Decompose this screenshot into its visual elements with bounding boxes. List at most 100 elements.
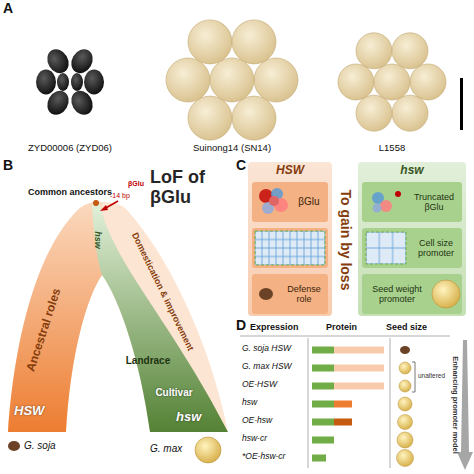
lineage-arch (93, 200, 99, 206)
black-seed-cluster (67, 87, 97, 119)
truncated-protein (372, 191, 401, 213)
large-seed-cluster (254, 58, 298, 102)
row-label: G. max HSW (242, 362, 292, 371)
medium-seed-cluster (338, 33, 446, 131)
headline-text: LoF of βGlu (150, 168, 230, 208)
large-seed-cluster (188, 96, 232, 140)
feature-box: Cell size promoter (362, 228, 462, 268)
large-seed-cluster (232, 96, 276, 140)
lineage-arch (8, 202, 102, 432)
defense-seed-icon (259, 288, 273, 300)
seed-size-icons (399, 362, 411, 374)
seed-size-icons (397, 450, 414, 467)
allele-label: HSW (14, 404, 44, 418)
truncated-protein (380, 200, 392, 212)
protein-bars (312, 437, 334, 444)
table-rules (240, 336, 450, 337)
truncated-protein (373, 204, 382, 213)
medium-seed-cluster (338, 64, 374, 100)
allele-label: hsw (176, 410, 201, 424)
vertical-title: Enhancing promoter model (451, 356, 459, 454)
black-seed-cluster (43, 45, 73, 77)
feature-box: Defense role (252, 274, 328, 314)
black-seed-cluster (84, 70, 104, 95)
panel-letter: B (3, 158, 13, 173)
deletion-label: -14 bp (110, 192, 130, 200)
row-label: hsw (242, 398, 257, 407)
table-header: Expression (250, 323, 299, 333)
cell-grid-large (366, 232, 406, 264)
medium-seed-cluster (356, 95, 392, 131)
protein-bars (334, 365, 384, 372)
box-text: Seed weight promoter (366, 284, 428, 305)
cell-grid-small (255, 231, 325, 265)
table-rules (308, 338, 309, 468)
large-seed-cluster (232, 20, 276, 64)
protein-bars (312, 383, 334, 390)
feature-box: Truncated βGlu (362, 182, 462, 222)
cell-grid-small (252, 228, 328, 268)
row-label: *OE-hsw-cr (242, 452, 285, 461)
feature-box: βGlu (252, 182, 328, 222)
protein-bars (334, 347, 384, 354)
row-label: OE-HSW (242, 380, 277, 389)
seed-size-icons (397, 346, 414, 467)
band-label: Ancestral roles (24, 287, 63, 374)
protein-bars (334, 419, 352, 426)
node-label: Common ancestors (28, 188, 112, 198)
seed-size-icons (397, 432, 413, 448)
medium-seed-cluster (392, 95, 428, 131)
medium-seed-cluster (392, 33, 428, 69)
species-label: G. soja (24, 440, 56, 451)
protein-structure (274, 198, 288, 212)
panel-letter: D (236, 318, 246, 333)
protein-label: βGlu (128, 180, 144, 188)
medium-seed-cluster (356, 33, 392, 69)
protein-bars (312, 455, 326, 462)
seed-size-icons (400, 346, 410, 354)
protein-bars (334, 401, 352, 408)
box-text: Cell size promoter (412, 238, 460, 259)
lineage-arch (92, 204, 228, 432)
protein-structure (271, 188, 283, 200)
black-seed-cluster (36, 70, 56, 95)
large-seed-cluster (166, 20, 298, 140)
panel-letter: C (236, 158, 246, 173)
deletion-arrow (100, 205, 108, 211)
black-seed-cluster (71, 73, 83, 91)
table-header: Protein (326, 323, 357, 333)
row-label: G. soja HSW (242, 344, 291, 353)
column-header: hsw (358, 164, 466, 178)
sample-label: L1558 (342, 143, 442, 153)
trend-arrow (457, 340, 473, 470)
species-label: G. max (150, 443, 182, 454)
vertical-title: To gain by loss (337, 190, 352, 291)
stage-label: Cultivar (155, 387, 192, 398)
lineage-arch (8, 200, 228, 432)
unaltered-bracket (412, 362, 415, 392)
protein-structure (269, 196, 279, 206)
table-rules (390, 338, 391, 468)
box-text: βGlu (292, 196, 326, 208)
protein-bars (312, 347, 384, 462)
band-label: Domestication & improvement (129, 231, 195, 352)
seed-size-icons (398, 415, 413, 430)
scale-bar (460, 78, 463, 130)
feature-box: Seed weight promoter (362, 274, 462, 314)
cell-grid-small (252, 228, 328, 268)
column-band: HSW βGluDefense role (248, 162, 332, 316)
large-seed-icon (432, 280, 460, 308)
column-header: HSW (248, 164, 332, 178)
lineage-arch (8, 202, 228, 432)
protein-structure (259, 188, 288, 214)
table-rules (240, 336, 450, 468)
protein-bars (312, 365, 334, 372)
row-label: hsw-cr (242, 434, 267, 443)
cultivar-seed-icon (195, 437, 221, 463)
deletion-arrow (100, 201, 118, 211)
wild-seed-icon (8, 441, 20, 451)
medium-seed-cluster (374, 64, 410, 100)
